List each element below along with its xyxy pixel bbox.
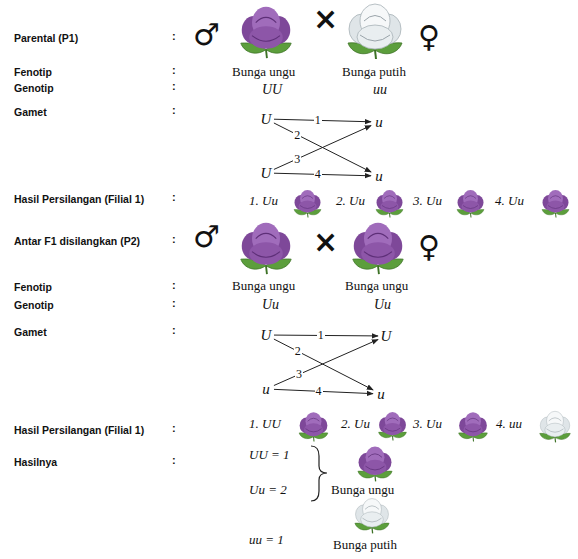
colon: : bbox=[172, 104, 176, 116]
gamete-node: U bbox=[259, 164, 273, 182]
purple-flower bbox=[542, 190, 569, 218]
phenotype-label: Bunga ungu bbox=[232, 278, 295, 294]
gamete-arrow bbox=[274, 173, 371, 176]
offspring-genotype: uu = 1 bbox=[249, 532, 284, 548]
colon: : bbox=[172, 80, 176, 92]
white-flower bbox=[355, 499, 389, 534]
gamete-letter: u bbox=[375, 115, 383, 130]
colon: : bbox=[172, 324, 176, 336]
gamete-arrow bbox=[274, 339, 373, 390]
row-heading: Fenotip bbox=[14, 281, 52, 293]
offspring-genotype: UU = 1 bbox=[249, 447, 290, 463]
offspring-genotype: 2. Uu bbox=[341, 416, 370, 432]
gamete-arrow bbox=[274, 123, 371, 172]
row-heading: Antar F1 disilangkan (P2) bbox=[14, 235, 140, 247]
gamete-arrow bbox=[274, 335, 378, 337]
cross-number: 1 bbox=[317, 329, 325, 341]
purple-flower bbox=[376, 190, 403, 218]
gamete-arrow bbox=[274, 126, 371, 170]
phenotype-label: Bunga ungu bbox=[345, 278, 408, 294]
gamete-letter: u bbox=[375, 169, 383, 184]
colon: : bbox=[172, 64, 176, 76]
purple-flower bbox=[459, 412, 488, 441]
cross-number: 3 bbox=[295, 368, 303, 380]
genotype-label: Uu bbox=[374, 297, 391, 313]
gamete-letter: u bbox=[262, 382, 270, 397]
genotype-label: Uu bbox=[262, 297, 279, 313]
cross-number: 2 bbox=[293, 129, 301, 141]
purple-flower bbox=[457, 190, 484, 218]
gamete-arrow bbox=[274, 119, 371, 122]
gamete-node: U bbox=[259, 110, 273, 128]
row-heading: Gamet bbox=[14, 106, 47, 118]
sex-symbol: ♀ bbox=[418, 232, 440, 262]
cross-number: 4 bbox=[315, 385, 323, 397]
white-flower bbox=[540, 411, 571, 442]
phenotype-label: Bunga ungu bbox=[331, 482, 394, 498]
offspring-genotype: Uu = 2 bbox=[249, 482, 287, 498]
sex-symbol: ♂ bbox=[193, 20, 220, 50]
gamete-letter: U bbox=[261, 328, 272, 343]
gamete-node: u bbox=[259, 380, 273, 398]
purple-flower bbox=[241, 223, 291, 274]
white-flower bbox=[348, 4, 402, 59]
colon: : bbox=[172, 233, 176, 245]
phenotype-label: Bunga putih bbox=[342, 64, 406, 80]
gamete-node: u bbox=[372, 167, 386, 185]
gamete-letter: U bbox=[261, 166, 272, 181]
gamete-node: u bbox=[372, 113, 386, 131]
colon: : bbox=[172, 422, 176, 434]
offspring-genotype: 3. Uu bbox=[413, 193, 442, 209]
phenotype-label: Bunga putih bbox=[333, 537, 397, 553]
genotype-label: UU bbox=[262, 82, 282, 98]
row-heading: Gamet bbox=[14, 326, 47, 338]
row-heading: Genotip bbox=[14, 299, 54, 311]
sex-symbol: ♂ bbox=[193, 222, 220, 252]
brace bbox=[311, 446, 327, 501]
gamete-node: u bbox=[374, 385, 388, 403]
gamete-node: U bbox=[379, 327, 393, 345]
cross-symbol: × bbox=[313, 227, 338, 257]
cross-number: 4 bbox=[314, 168, 322, 180]
colon: : bbox=[172, 30, 176, 42]
purple-flower bbox=[294, 190, 321, 218]
row-heading: Fenotip bbox=[14, 66, 52, 78]
gamete-arrow bbox=[274, 339, 378, 385]
row-heading: Hasil Persilangan (Filial 1) bbox=[14, 424, 144, 436]
row-heading: Hasil Persilangan (Filial 1) bbox=[14, 193, 144, 205]
genotype-label: uu bbox=[373, 82, 387, 98]
colon: : bbox=[172, 279, 176, 291]
gamete-letter: u bbox=[377, 387, 385, 402]
row-heading: Parental (P1) bbox=[14, 32, 78, 44]
cross-number: 3 bbox=[293, 153, 301, 165]
gamete-node: U bbox=[259, 326, 273, 344]
purple-flower bbox=[353, 223, 403, 274]
offspring-genotype: 2. Uu bbox=[336, 193, 365, 209]
offspring-genotype: 3. Uu bbox=[413, 416, 442, 432]
gamete-letter: U bbox=[261, 112, 272, 127]
cross-number: 1 bbox=[314, 114, 322, 126]
sex-symbol: ♀ bbox=[418, 22, 440, 52]
gamete-letter: U bbox=[381, 329, 392, 344]
offspring-genotype: 4. Uu bbox=[495, 193, 524, 209]
purple-flower bbox=[241, 7, 291, 58]
purple-flower bbox=[299, 412, 328, 441]
colon: : bbox=[172, 297, 176, 309]
cross-symbol: × bbox=[313, 4, 338, 34]
offspring-genotype: 1. Uu bbox=[249, 193, 278, 209]
row-heading: Genotip bbox=[14, 82, 54, 94]
phenotype-label: Bunga ungu bbox=[232, 64, 295, 80]
gamete-arrow bbox=[274, 389, 373, 393]
row-heading: Hasilnya bbox=[14, 456, 57, 468]
cross-number: 2 bbox=[294, 345, 302, 357]
purple-flower bbox=[379, 412, 407, 440]
purple-flower bbox=[358, 447, 392, 482]
offspring-genotype: 4. uu bbox=[496, 416, 522, 432]
offspring-genotype: 1. UU bbox=[249, 416, 281, 432]
colon: : bbox=[172, 191, 176, 203]
colon: : bbox=[172, 454, 176, 466]
